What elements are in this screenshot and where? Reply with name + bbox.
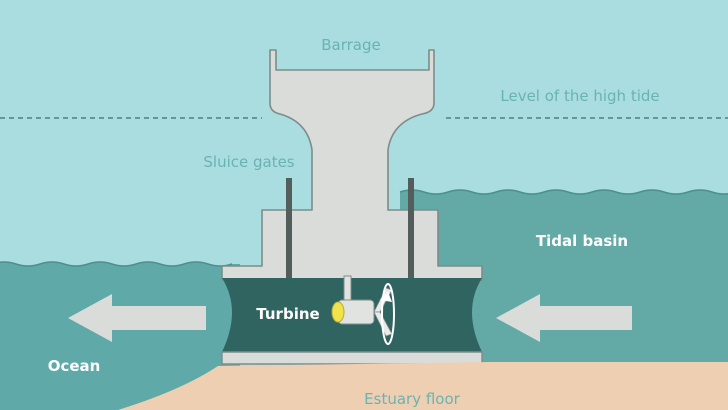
ocean-flow-arrow <box>68 294 206 342</box>
estuary-floor <box>118 362 728 410</box>
ocean-label: Ocean <box>48 357 101 375</box>
barrage-base <box>221 351 483 365</box>
sluice-gates-label: Sluice gates <box>203 153 294 171</box>
sluice-gate-right <box>408 178 414 282</box>
estuary-floor-label: Estuary floor <box>364 390 460 408</box>
tidal-basin-surface <box>399 189 728 195</box>
turbine-rotation-arrowhead <box>380 292 392 302</box>
turbine-label: Turbine <box>256 305 319 323</box>
high-tide-label: Level of the high tide <box>500 87 659 105</box>
tidal-basin-label: Tidal basin <box>536 232 628 250</box>
turbine-nose <box>331 301 345 323</box>
turbine-rotation-arrow <box>381 283 395 345</box>
ocean-surface <box>0 261 233 267</box>
basin-flow-arrow <box>496 294 632 342</box>
barrage-label: Barrage <box>321 36 381 54</box>
ocean-water <box>0 262 240 410</box>
sluice-gate-left <box>286 178 292 282</box>
